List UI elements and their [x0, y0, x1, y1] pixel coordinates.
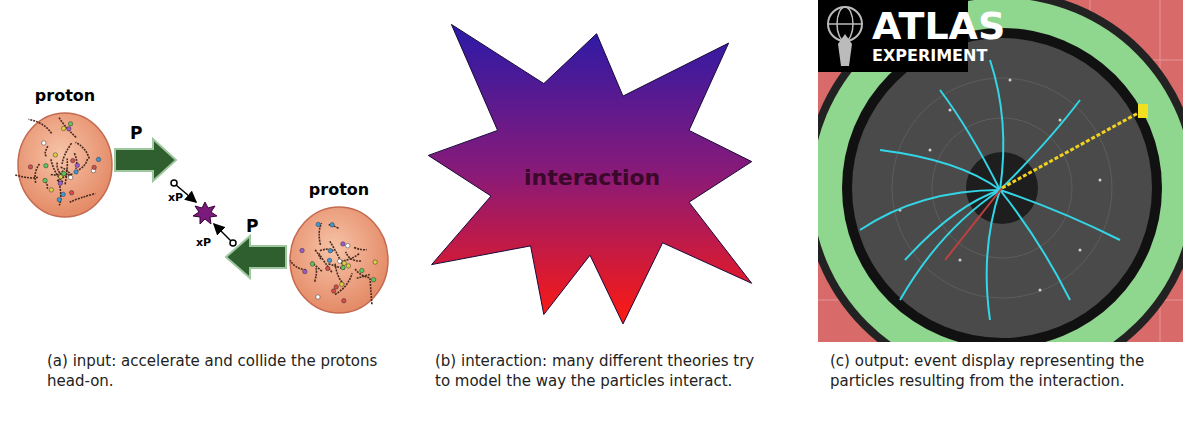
caption: (c) output: event display representing t… — [830, 352, 1175, 391]
proton-label: proton — [287, 180, 391, 200]
caption: (a) input: accelerate and collide the pr… — [47, 352, 382, 391]
parton-arrow — [214, 224, 231, 241]
proton-node: proton — [287, 180, 391, 316]
momentum-label: P — [130, 122, 142, 144]
fraction-label: xP — [196, 236, 211, 250]
proton-label: proton — [15, 86, 115, 106]
proton-shape — [287, 180, 391, 316]
caption: (b) interaction: many different theories… — [435, 352, 770, 391]
collision-burst — [193, 202, 217, 224]
proton-shape — [15, 86, 115, 220]
logo-title: ATLAS — [872, 2, 1005, 51]
fraction-label: xP — [168, 191, 183, 205]
momentum-arrow — [115, 139, 176, 181]
logo-subtitle: EXPERIMENT — [872, 46, 987, 67]
momentum-arrow — [226, 236, 286, 278]
interaction-starburst: interaction — [425, 15, 755, 327]
interaction-label: interaction — [524, 165, 660, 190]
event-display — [818, 0, 1183, 342]
momentum-label: P — [246, 215, 258, 237]
proton-node: proton — [15, 86, 115, 220]
